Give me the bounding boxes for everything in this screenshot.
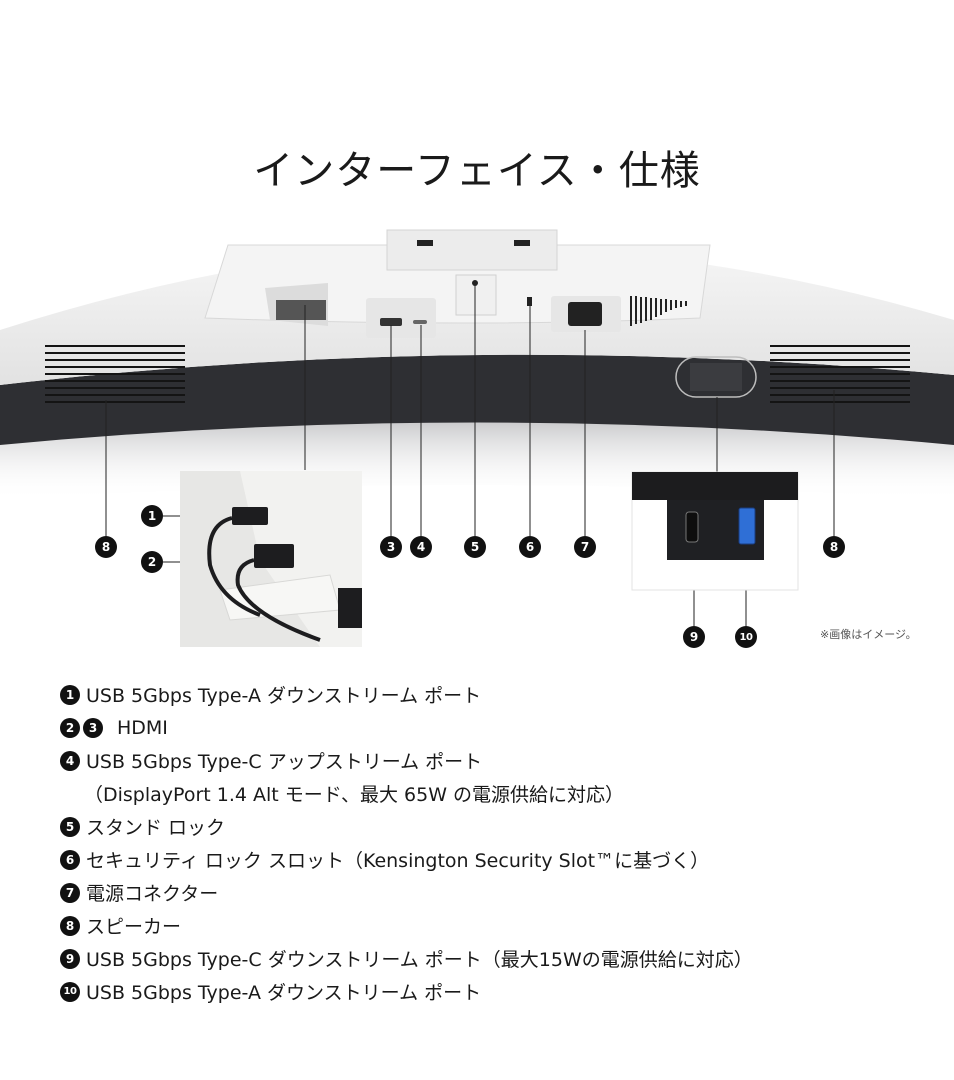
spec-text: セキュリティ ロック スロット（Kensington Security Slot… — [86, 850, 710, 872]
spec-item-hdmi: 2 3 HDMI — [60, 711, 940, 744]
spec-text: USB 5Gbps Type-C アップストリーム ポート — [86, 751, 483, 773]
spec-item-usb-a-downstream: 1 USB 5Gbps Type-A ダウンストリーム ポート — [60, 678, 940, 711]
callout-9: 9 — [683, 626, 705, 648]
callout-5: 5 — [464, 536, 486, 558]
spec-item-usb-c-downstream: 9 USB 5Gbps Type-C ダウンストリーム ポート（最大15Wの電源… — [60, 942, 940, 975]
spec-text: USB 5Gbps Type-A ダウンストリーム ポート — [86, 685, 482, 707]
callout-10: 10 — [735, 626, 757, 648]
callout-8-left: 8 — [95, 536, 117, 558]
spec-item-usb-c-upstream: 4 USB 5Gbps Type-C アップストリーム ポート — [60, 744, 940, 777]
spec-number-badge: 8 — [60, 915, 80, 936]
callout-8-right: 8 — [823, 536, 845, 558]
spec-text: USB 5Gbps Type-A ダウンストリーム ポート — [86, 982, 482, 1004]
spec-text: （DisplayPort 1.4 Alt モード、最大 65W の電源供給に対応… — [84, 784, 625, 806]
spec-number-badge: 4 — [60, 750, 80, 771]
spec-number-badge: 1 — [60, 684, 80, 705]
image-disclaimer: ※画像はイメージ。 — [820, 628, 917, 641]
spec-number-badge: 5 — [60, 816, 80, 837]
callout-3: 3 — [380, 536, 402, 558]
callout-6: 6 — [519, 536, 541, 558]
callout-4: 4 — [410, 536, 432, 558]
callout-7: 7 — [574, 536, 596, 558]
spec-text: HDMI — [117, 716, 168, 739]
spec-number-badge: 6 — [60, 849, 80, 870]
spec-text: USB 5Gbps Type-C ダウンストリーム ポート（最大15Wの電源供給… — [86, 949, 753, 971]
page-title: インターフェイス・仕様 — [253, 148, 701, 194]
spec-number-badge: 3 — [83, 717, 103, 738]
spec-item-security-slot: 6 セキュリティ ロック スロット（Kensington Security Sl… — [60, 843, 940, 876]
spec-item-speaker: 8 スピーカー — [60, 909, 940, 942]
monitor-rear-illustration: 8 1 2 3 4 5 6 7 8 9 10 ※画像はイメージ。 — [0, 229, 954, 648]
spec-item-usb-c-upstream-detail: （DisplayPort 1.4 Alt モード、最大 65W の電源供給に対応… — [60, 777, 940, 810]
spec-text: スピーカー — [86, 916, 182, 938]
spec-text: 電源コネクター — [86, 883, 219, 905]
spec-number-badge: 10 — [60, 981, 80, 1002]
monitor-underside-image — [0, 229, 954, 647]
spec-item-usb-a-downstream-2: 10 USB 5Gbps Type-A ダウンストリーム ポート — [60, 975, 940, 1008]
callout-1: 1 — [141, 505, 163, 527]
spec-item-power-connector: 7 電源コネクター — [60, 876, 940, 909]
spec-item-stand-lock: 5 スタンド ロック — [60, 810, 940, 843]
spec-number-badge: 9 — [60, 948, 80, 969]
callout-2: 2 — [141, 551, 163, 573]
spec-number-badge: 7 — [60, 882, 80, 903]
spec-text: スタンド ロック — [86, 817, 226, 839]
spec-number-badge: 2 — [60, 717, 80, 738]
spec-list: 1 USB 5Gbps Type-A ダウンストリーム ポート 2 3 HDMI… — [60, 678, 940, 1008]
